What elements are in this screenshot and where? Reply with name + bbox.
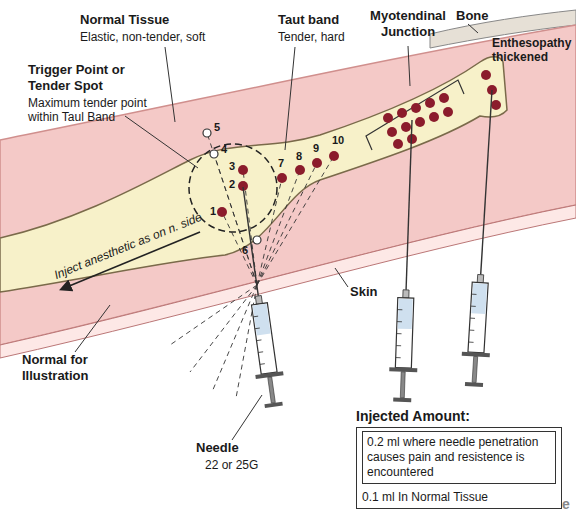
region-label: Taut band [278, 12, 358, 28]
needle [243, 187, 258, 296]
injection-dot [401, 122, 411, 132]
fan-line [236, 285, 257, 398]
injection-dot [443, 107, 453, 117]
injection-dot [397, 108, 407, 118]
injection-dot [383, 113, 393, 123]
leader-line [125, 116, 198, 168]
injection-dot [277, 173, 287, 183]
callout-number: 4 [221, 143, 233, 156]
region-note: Maximum tender point within Taul Band [28, 96, 168, 125]
needle [481, 90, 492, 275]
syringe [229, 185, 288, 409]
junction-bracket [366, 80, 464, 150]
region-label: Bone [456, 8, 496, 24]
injection-dot [393, 139, 403, 149]
injection-dot [415, 117, 425, 127]
leader-line [165, 47, 175, 122]
normal-tissue-point [203, 129, 211, 137]
injection-dots [217, 70, 501, 217]
watermark: e [562, 496, 576, 513]
leader-line [285, 47, 295, 150]
normal-tissue-point [210, 150, 218, 158]
callout-number: 8 [296, 150, 308, 163]
syringe [388, 120, 426, 403]
fan-line [212, 285, 257, 392]
callout-number: 9 [313, 142, 325, 155]
fan-line [190, 285, 257, 372]
needle [406, 120, 412, 290]
leader-line [232, 395, 262, 440]
open-points [203, 129, 261, 244]
fan-line [170, 285, 257, 345]
syringe-body [388, 289, 420, 402]
part-label: Needle [196, 440, 256, 456]
callout-number: 6 [242, 244, 254, 257]
callout-number: 7 [278, 157, 290, 170]
part-note: 22 or 25G [205, 458, 285, 472]
leader-line [335, 268, 348, 287]
fan-line [257, 178, 282, 285]
region-label: Normal for Illustration [22, 352, 104, 383]
injection-dot [217, 207, 227, 217]
amount-frame: 0.2 ml where needle penetration causes p… [356, 427, 562, 509]
leader-line [468, 24, 478, 33]
region-note: Tender, hard [278, 30, 368, 44]
injection-dot [238, 165, 248, 175]
region-label: Enthesopathy thickened [492, 36, 576, 65]
injection-dot [439, 93, 449, 103]
injection-dot [425, 98, 435, 108]
injection-dot [312, 158, 322, 168]
injection-dot [329, 151, 339, 161]
amount-text: 0.2 ml where needle penetration causes p… [362, 431, 556, 484]
normal-tissue-point [253, 236, 261, 244]
injection-dot [429, 112, 439, 122]
needle-fan [170, 133, 334, 398]
leader-line [75, 305, 110, 352]
callout-number: 1 [210, 205, 222, 218]
syringe-body [460, 274, 495, 388]
region-label: Myotendinal Junction [362, 8, 454, 39]
callout-number: 5 [214, 121, 226, 134]
injection-dot [387, 127, 397, 137]
region-label: Trigger Point or Tender Spot [28, 62, 128, 93]
callout-number: 3 [229, 160, 241, 173]
syringe-body [244, 294, 287, 409]
leader-line [408, 46, 410, 86]
injection-dot [491, 100, 501, 110]
amount-text: 0.1 ml In Normal Tissue [362, 490, 556, 505]
fan-line [257, 170, 300, 285]
injection-dot [411, 103, 421, 113]
fan-line [207, 133, 257, 285]
fan-line [257, 163, 317, 285]
syringe [460, 89, 506, 387]
callout-number: 10 [332, 134, 352, 147]
injection-dot [481, 70, 491, 80]
region-note: Elastic, non-tender, soft [80, 30, 240, 44]
amount-box: Injected Amount: 0.2 ml where needle pene… [356, 408, 562, 509]
region-label: Normal Tissue [80, 12, 190, 28]
box-heading: Injected Amount: [356, 408, 562, 424]
fan-line [257, 156, 334, 285]
muscle-tissue [0, 25, 576, 345]
injection-dot [295, 165, 305, 175]
callout-number: 2 [229, 178, 241, 191]
region-label: Skin [350, 284, 390, 300]
leader-lines [75, 24, 478, 440]
